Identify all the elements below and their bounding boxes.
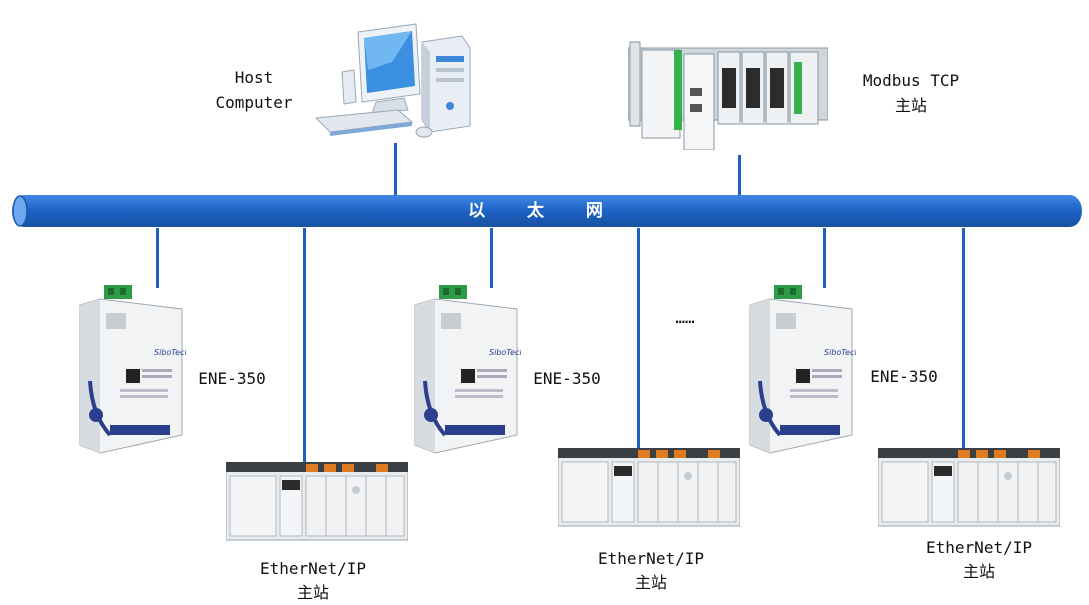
gateway-brand-logo: SiboTech — [489, 348, 521, 357]
eip3-label-line2: 主站 — [962, 562, 995, 581]
host-computer-icon — [314, 23, 471, 138]
eip2-link-line — [637, 228, 640, 454]
gateway-device-icon: SiboTech — [79, 285, 186, 454]
eip3-link-line — [962, 228, 965, 464]
gateway1-label: ENE-350 — [198, 369, 266, 388]
ethernet-bus-label: 以 太 网 — [468, 201, 621, 221]
gateway-device-icon: SiboTech — [749, 285, 856, 454]
host-link-line — [394, 143, 397, 195]
gateway-device-icon: SiboTech — [414, 285, 521, 454]
gateway3-link-line — [823, 228, 826, 288]
modbus-label-line1: Modbus TCP — [862, 71, 960, 90]
gateway2-label: ENE-350 — [533, 369, 601, 388]
host-label-line1: Host — [234, 68, 274, 87]
gateway1-link-line — [156, 228, 159, 288]
ethernet-ip-plc-icon — [226, 462, 408, 541]
eip2-label-line1: EtherNet/IP — [598, 549, 704, 568]
gateway-brand-logo: SiboTech — [824, 348, 856, 357]
gateway2-link-line — [490, 228, 493, 288]
eip1-link-line — [303, 228, 306, 472]
modbus-link-line — [738, 155, 741, 195]
gateway-brand-logo: SiboTech — [154, 348, 186, 357]
gateway3-label: ENE-350 — [870, 367, 938, 386]
eip3-label-line1: EtherNet/IP — [926, 538, 1032, 557]
ethernet-bus — [12, 195, 1082, 227]
eip1-label-line2: 主站 — [296, 583, 329, 602]
eip1-label-line1: EtherNet/IP — [260, 559, 366, 578]
modbus-plc-rack-icon — [628, 41, 828, 150]
host-label-line2: Computer — [215, 93, 293, 112]
ethernet-ip-plc-icon — [878, 448, 1060, 527]
ethernet-ip-plc-icon — [558, 448, 740, 527]
eip2-label-line2: 主站 — [634, 573, 667, 592]
more-devices-ellipsis: …… — [675, 308, 695, 327]
modbus-label-line2: 主站 — [894, 96, 927, 115]
